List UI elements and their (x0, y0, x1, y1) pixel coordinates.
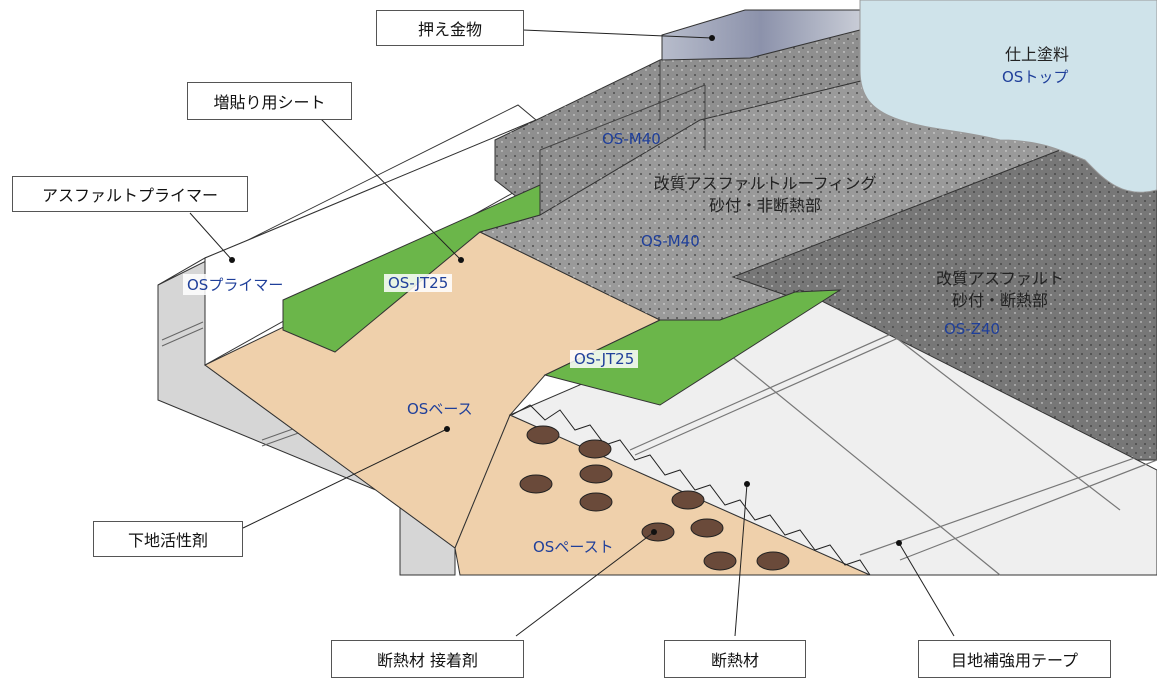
label-os-jt25-lower: OS-JT25 (570, 350, 639, 368)
leader-lines (189, 29, 955, 637)
callout-reinforcement-sheet: 増貼り用シート (187, 82, 352, 120)
callout-pressing-metal: 押え金物 (376, 10, 524, 46)
leader-dots (229, 35, 902, 546)
modified-asphalt-insulated-texture (733, 150, 1157, 460)
insulation-board-joints (629, 309, 1157, 576)
label-os-m40-lower: OS-M40 (641, 232, 700, 250)
label-insulated-line1: 改質アスファルト (935, 269, 1064, 288)
reinforcement-sheet-lower (543, 289, 842, 406)
callout-insulation: 断熱材 (664, 640, 806, 678)
label-os-base: OSベース (407, 400, 473, 418)
callout-joint-tape: 目地補強用テープ (918, 640, 1111, 678)
label-non-insulated-line1: 改質アスファルトルーフィング (653, 174, 877, 193)
finish-coat-area (859, 0, 1157, 193)
callout-substrate-activator: 下地活性剤 (93, 521, 243, 557)
label-finish-coat: 仕上塗料 (1005, 45, 1070, 64)
label-insulated-line2: 砂付・断熱部 (951, 291, 1048, 310)
label-non-insulated-line2: 砂付・非断熱部 (708, 196, 821, 215)
reinforcement-sheet-upper (282, 184, 541, 353)
label-os-primer: OSプライマー (183, 274, 288, 295)
label-os-z40: OS-Z40 (944, 320, 1001, 338)
callout-asphalt-primer: アスファルトプライマー (12, 176, 248, 212)
callout-insulation-adhesive: 断熱材 接着剤 (331, 640, 524, 678)
insulation-edge-hatch (511, 404, 871, 576)
label-os-paste: OSペースト (533, 538, 614, 556)
label-os-top: OSトップ (1002, 68, 1069, 86)
label-insulated-membrane: 改質アスファルト 砂付・断熱部 (900, 268, 1100, 312)
label-os-jt25-upper: OS-JT25 (384, 274, 453, 292)
adhesive-dabs (519, 425, 790, 571)
label-non-insulated-membrane: 改質アスファルトルーフィング 砂付・非断熱部 (625, 173, 905, 217)
label-os-m40-upper: OS-M40 (602, 130, 661, 148)
